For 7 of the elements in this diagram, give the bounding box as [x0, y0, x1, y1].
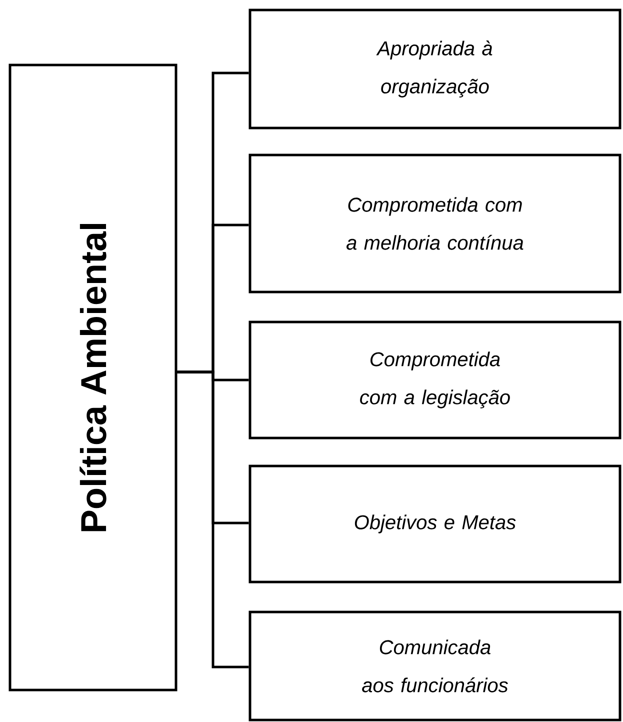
item-box: Objetivos e Metas	[248, 464, 622, 584]
item-box: Comprometida com a melhoria contínua	[248, 154, 622, 294]
title-box: Política Ambiental	[8, 64, 178, 692]
item-box: Apropriada à organização	[248, 8, 622, 130]
item-box: Comprometida com a legislação	[248, 320, 622, 440]
connector-line	[177, 370, 249, 668]
item-box: Comunicada aos funcionários	[248, 610, 622, 722]
